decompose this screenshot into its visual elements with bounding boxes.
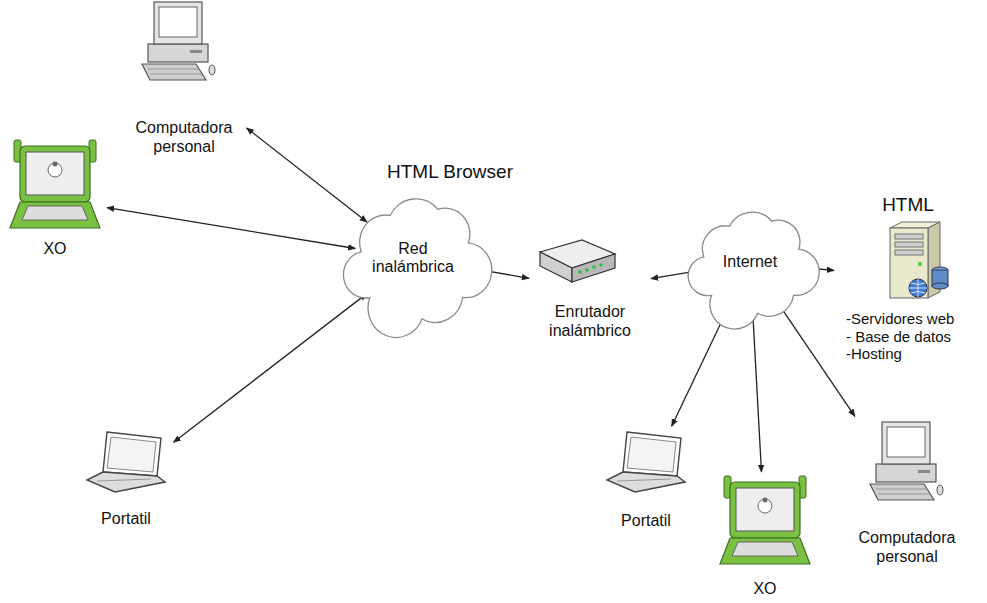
network-link <box>247 128 367 222</box>
device-label: Computadora personal <box>127 119 241 156</box>
service-item: -Servidores web <box>840 310 954 327</box>
device-node: Computadora personal <box>123 0 245 158</box>
pc-icon <box>870 422 943 500</box>
cloud-path <box>343 199 491 338</box>
service-item: -Hosting <box>840 345 902 362</box>
network-link <box>753 311 762 472</box>
laptop-icon <box>607 432 685 492</box>
laptop-icon <box>87 432 165 492</box>
device-node: Enrutador inalámbrico <box>531 236 649 342</box>
device-node: Portatil <box>600 428 692 532</box>
server-icon <box>890 222 948 298</box>
server-node: HTML -Servidores web- Base de datos-Hosti… <box>836 192 980 364</box>
device-label: XO <box>753 580 776 598</box>
device-label: Computadora personal <box>845 529 969 566</box>
device-label: XO <box>43 240 66 258</box>
xo-icon <box>10 140 100 228</box>
device-node: Portatil <box>80 428 172 530</box>
cloud-path <box>688 212 819 329</box>
network-cloud: Internet <box>686 198 814 326</box>
browser-label: HTML Browser <box>387 161 513 183</box>
xo-icon <box>720 476 810 564</box>
device-node: XO <box>715 474 815 600</box>
service-item: - Base de datos <box>840 328 951 345</box>
device-label: Enrutador inalámbrico <box>535 303 645 340</box>
device-label: Portatil <box>621 512 671 530</box>
network-link <box>107 208 355 249</box>
server-heading: HTML <box>882 194 934 216</box>
router-icon <box>540 240 615 282</box>
network-cloud: Red inalámbrica <box>341 182 486 334</box>
cloud-label: Internet <box>723 253 777 271</box>
device-node: Computadora personal <box>841 418 973 568</box>
network-link <box>174 294 367 443</box>
device-node: XO <box>5 138 105 260</box>
cloud-label: Red inalámbrica <box>370 240 457 277</box>
device-label: Portatil <box>101 510 151 528</box>
pc-icon <box>142 2 215 80</box>
network-link <box>778 303 855 416</box>
